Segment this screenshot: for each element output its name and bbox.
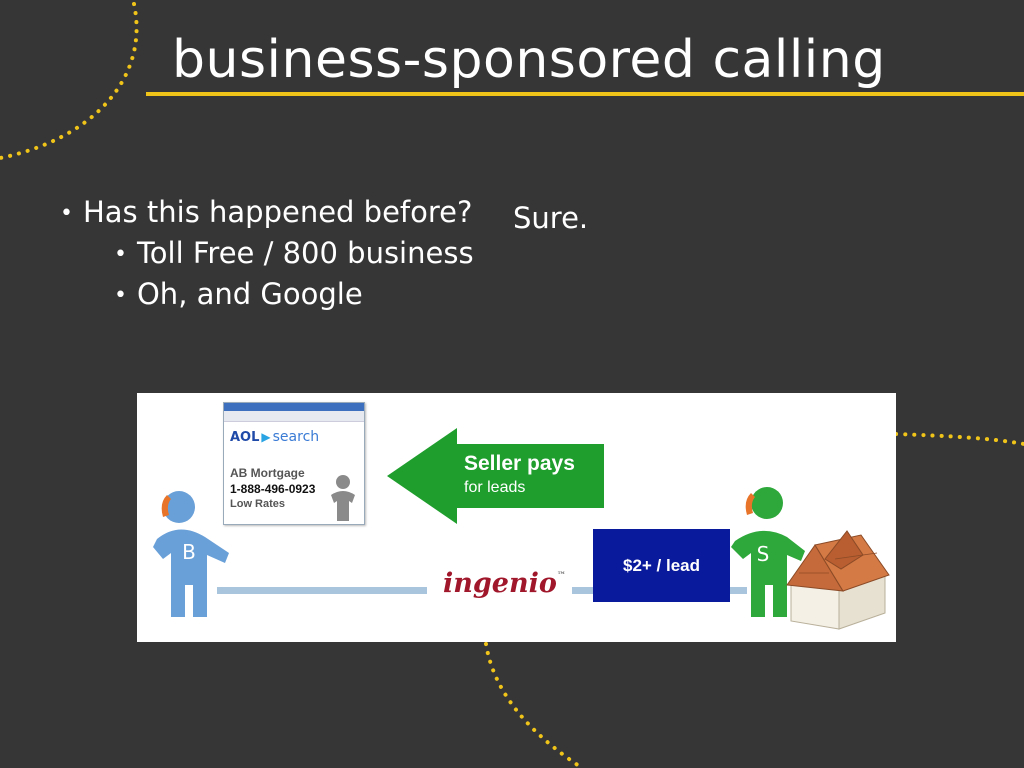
- lead-flow-diagram: ingenio™ AOL▶search AB Mortgage 1-888-49…: [137, 393, 896, 642]
- bullet-item-2: • Toll Free / 800 business: [114, 233, 474, 275]
- bullet-marker: •: [114, 242, 127, 267]
- ingenio-logo: ingenio™: [437, 568, 572, 599]
- dotted-arc-right: [894, 432, 1024, 446]
- seller-pays-arrow: Seller pays for leads: [387, 426, 607, 526]
- listing-name: AB Mortgage: [230, 466, 305, 480]
- buyer-person-icon: B: [153, 491, 229, 617]
- bullet-text: Has this happened before?: [82, 195, 473, 229]
- seller-pays-label: Seller pays: [464, 452, 575, 475]
- lead-price-box: $2+ / lead: [593, 529, 730, 602]
- bullet-marker: •: [114, 283, 127, 308]
- answer-text: Sure.: [513, 201, 589, 235]
- seller-person-icon: S: [731, 487, 805, 617]
- phone-icon: [745, 493, 755, 515]
- listing-phone: 1-888-496-0923: [230, 482, 316, 496]
- search-browser-window: AOL▶search AB Mortgage 1-888-496-0923 Lo…: [223, 402, 365, 525]
- title-underline: [146, 92, 1024, 96]
- person-icon: [331, 475, 355, 521]
- connection-line-left: [217, 587, 427, 594]
- house-icon: [786, 530, 890, 630]
- dotted-arc-top-left: [0, 2, 139, 160]
- listing-tagline: Low Rates: [230, 498, 286, 510]
- phone-icon: [161, 495, 171, 517]
- bullet-text: Oh, and Google: [136, 277, 363, 311]
- bullet-item-1: • Has this happened before?: [60, 192, 472, 234]
- bullet-text: Toll Free / 800 business: [136, 236, 474, 270]
- bullet-item-3: • Oh, and Google: [114, 274, 363, 316]
- left-arrow-icon: [387, 428, 604, 524]
- aol-search-logo: AOL▶search: [230, 429, 320, 445]
- seller-letter: S: [757, 542, 770, 566]
- buyer-letter: B: [182, 540, 196, 564]
- browser-title-bar: [224, 403, 364, 411]
- aol-arrow-icon: ▶: [261, 430, 271, 444]
- slide-title: business-sponsored calling: [172, 30, 886, 90]
- for-leads-label: for leads: [464, 479, 526, 496]
- dotted-arc-bottom: [484, 642, 584, 768]
- browser-toolbar: [224, 411, 364, 422]
- bullet-marker: •: [60, 201, 73, 226]
